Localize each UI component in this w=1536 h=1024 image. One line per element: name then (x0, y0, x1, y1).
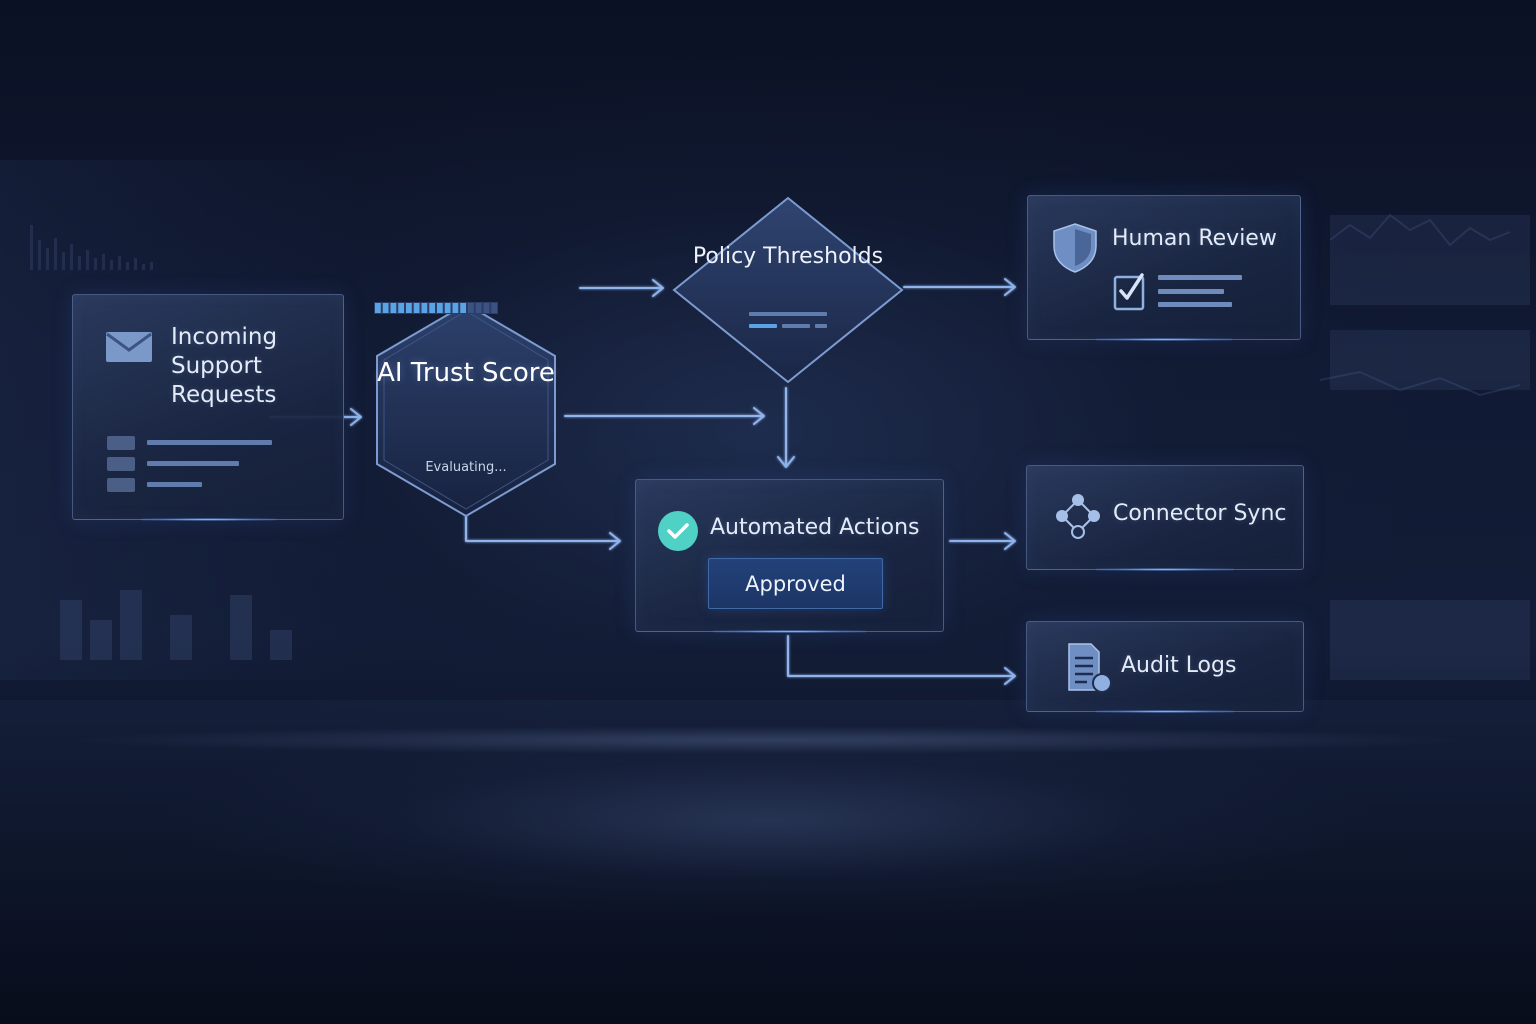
progress-segment (437, 303, 443, 313)
progress-segment (421, 303, 428, 313)
progress-segment (382, 303, 389, 313)
envelope-icon (106, 332, 152, 362)
nodes-icon (1056, 494, 1100, 539)
policy-thresholds-node[interactable]: Policy Thresholds (672, 196, 904, 384)
incoming-requests-label: Incoming Support Requests (171, 324, 278, 408)
shield-icon (1053, 223, 1097, 273)
automated-actions-node[interactable]: Automated Actions Approved (635, 479, 944, 633)
hexagon-shape (376, 302, 556, 518)
connector-sync-label: Connector Sync (1113, 501, 1287, 526)
arrow-policy-to-human (903, 278, 1016, 296)
progress-segment (475, 303, 482, 313)
threshold-segment (815, 324, 827, 328)
audit-logs-node[interactable]: Audit Logs (1026, 621, 1304, 713)
policy-thresholds-title: Policy Thresholds (692, 244, 884, 269)
trust-score-progress (374, 302, 498, 314)
progress-segment (429, 303, 435, 313)
horizon-glow (0, 725, 1536, 755)
approved-button[interactable]: Approved (708, 558, 883, 609)
arrow-automated-to-connector (949, 532, 1016, 550)
threshold-segment (782, 324, 810, 328)
progress-segment (468, 303, 474, 313)
list-item-line (147, 440, 272, 445)
audit-logs-label: Audit Logs (1121, 653, 1237, 678)
threshold-segment (749, 324, 777, 328)
progress-segment (460, 303, 466, 313)
arrow-trust-to-junction (564, 407, 765, 425)
automated-actions-label: Automated Actions (710, 515, 920, 540)
progress-segment (413, 303, 420, 313)
diamond-shape (672, 196, 904, 384)
progress-segment (444, 303, 451, 313)
list-item-marker (107, 436, 135, 450)
progress-segment (491, 303, 497, 313)
review-line (1158, 275, 1242, 280)
human-review-label: Human Review (1112, 226, 1277, 251)
threshold-line (749, 312, 827, 316)
review-line (1158, 302, 1232, 307)
progress-track (374, 302, 498, 314)
connector-sync-node[interactable]: Connector Sync (1026, 465, 1304, 571)
trust-score-node[interactable]: AI Trust Score Evaluating... (374, 302, 558, 518)
progress-segment (452, 303, 459, 313)
check-circle-icon (658, 511, 698, 551)
progress-segment (398, 303, 404, 313)
list-item-marker (107, 457, 135, 471)
progress-segment (375, 303, 381, 313)
document-icon (1068, 643, 1112, 693)
progress-segment (483, 303, 490, 313)
human-review-node[interactable]: Human Review (1027, 195, 1301, 341)
trust-score-title: AI Trust Score (377, 358, 555, 388)
progress-segment (406, 303, 412, 313)
progress-segment (390, 303, 397, 313)
arrow-trust-to-policy (579, 279, 664, 297)
trust-score-status: Evaluating... (425, 460, 507, 475)
incoming-requests-node[interactable]: Incoming Support Requests (72, 294, 344, 521)
checklist-icon (1113, 273, 1145, 311)
arrow-trust-to-automated (465, 514, 621, 550)
arrow-policy-to-automated (777, 387, 795, 468)
review-line (1158, 289, 1224, 294)
floor-glow (0, 700, 1536, 1024)
list-item-marker (107, 478, 135, 492)
list-item-line (147, 482, 202, 487)
list-item-line (147, 461, 239, 466)
arrow-automated-to-audit (787, 635, 1016, 685)
